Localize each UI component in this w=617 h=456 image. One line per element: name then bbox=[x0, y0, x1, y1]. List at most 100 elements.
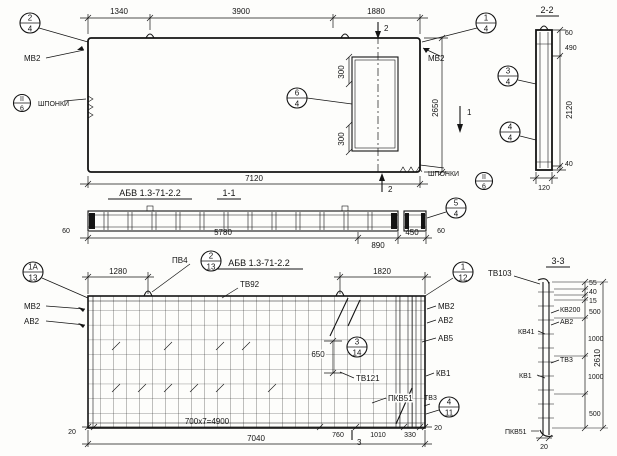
label-mv2-right-plan: МВ2 bbox=[426, 302, 455, 311]
label-tv92: ТВ92 bbox=[221, 280, 260, 299]
label-kv1-plan: КВ1 bbox=[425, 369, 451, 378]
dim-1880: 1880 bbox=[367, 7, 385, 16]
label-pkv51-section: ПКВ51 bbox=[505, 429, 539, 436]
label-tv3-plan: ТВ3 bbox=[423, 395, 437, 407]
callout-1-4: 1 4 bbox=[421, 12, 497, 43]
callout-bottom: 4 bbox=[508, 134, 513, 143]
reinforcement-plan-view: АБВ 1.3-71-2.2 1280 1820 650 20 700х7=49… bbox=[22, 250, 474, 448]
lifting-loop-icon bbox=[340, 33, 350, 39]
label-tv121-plan: ТВ121 bbox=[339, 371, 382, 385]
label-tv3-section: ТВ3 bbox=[550, 357, 573, 364]
dim-20-right: 20 bbox=[434, 425, 442, 432]
dim-5780: 5780 bbox=[214, 228, 232, 237]
elevation-view: 1340 3900 1880 7120 2650 300 300 2 4 1 4… bbox=[12, 7, 497, 194]
reinforcement-mesh bbox=[87, 295, 426, 429]
dim-1340: 1340 bbox=[110, 7, 128, 16]
dim-20: 20 bbox=[540, 444, 548, 451]
label-kv41: КВ41 bbox=[518, 329, 546, 336]
plan-title: АБВ 1.3-71-2.2 bbox=[228, 258, 289, 268]
section-3-3-title: 3-3 bbox=[551, 256, 564, 266]
callout-bottom: 13 bbox=[207, 263, 216, 272]
dim-1280: 1280 bbox=[109, 267, 127, 276]
lifting-loop-icon bbox=[341, 205, 349, 212]
section-3-3-dimension-lines bbox=[536, 278, 608, 442]
dim-760: 760 bbox=[332, 432, 344, 439]
label-mv2-left-plan: МВ2 bbox=[24, 302, 86, 312]
svg-text:КВ1: КВ1 bbox=[519, 373, 532, 380]
section-1-1-view: АБВ 1.3-71-2.2 1-1 60 5780 890 450 60 5 … bbox=[62, 188, 467, 250]
svg-text:АВ5: АВ5 bbox=[438, 334, 454, 343]
key-bottom: 6 bbox=[20, 106, 24, 113]
svg-text:АВ2: АВ2 bbox=[438, 316, 454, 325]
dim-330: 330 bbox=[404, 432, 416, 439]
callout-bottom: 11 bbox=[445, 409, 454, 418]
dim-3900: 3900 bbox=[232, 7, 250, 16]
section-mark-3: 3 bbox=[351, 430, 362, 447]
panel-outline bbox=[87, 37, 421, 173]
section-1-1-dimension-lines bbox=[80, 232, 432, 244]
lifting-loop-icon bbox=[145, 33, 155, 39]
plan-dimension-lines bbox=[82, 272, 432, 448]
label-av2-left-plan: АВ2 bbox=[24, 317, 86, 328]
svg-text:МВ2: МВ2 bbox=[438, 302, 455, 311]
dim-500-top: 500 bbox=[589, 309, 601, 316]
section-2-2-dimension-lines bbox=[530, 26, 566, 184]
callout-top: 3 bbox=[355, 338, 360, 347]
dim-4900: 700х7=4900 bbox=[185, 417, 230, 426]
svg-text:1: 1 bbox=[467, 108, 472, 117]
dim-40: 40 bbox=[589, 289, 597, 296]
dim-1010: 1010 bbox=[370, 432, 386, 439]
label-av2-right-plan: АВ2 bbox=[426, 316, 454, 325]
svg-text:2: 2 bbox=[388, 185, 393, 194]
lifting-loop-icon bbox=[539, 25, 549, 31]
door-opening bbox=[351, 56, 399, 152]
svg-text:КВ1: КВ1 bbox=[436, 369, 451, 378]
dim-890: 890 bbox=[371, 241, 385, 250]
dim-2120: 2120 bbox=[565, 101, 574, 119]
svg-text:КВ200: КВ200 bbox=[560, 307, 581, 314]
callout-2-4: 2 4 bbox=[19, 12, 89, 43]
callout-4-4: 4 4 bbox=[499, 121, 537, 143]
door-opening-inner bbox=[354, 59, 396, 149]
callout-1a-13: 1А 13 bbox=[22, 261, 89, 299]
callout-top: 5 bbox=[454, 199, 459, 208]
weld-tick-marks bbox=[111, 341, 277, 393]
callout-bottom: 4 bbox=[454, 210, 459, 219]
dim-55: 55 bbox=[589, 280, 597, 287]
svg-text:ТВ3: ТВ3 bbox=[424, 395, 437, 402]
svg-text:ТВ3: ТВ3 bbox=[560, 357, 573, 364]
svg-text:АВ2: АВ2 bbox=[24, 317, 40, 326]
callout-top: 2 bbox=[209, 252, 214, 261]
callout-3-4: 3 4 bbox=[497, 65, 537, 87]
callout-6-4: 6 4 bbox=[286, 87, 353, 109]
callout-top: 2 bbox=[28, 14, 33, 23]
callout-top: 4 bbox=[508, 123, 513, 132]
dim-20-left: 20 bbox=[68, 429, 76, 436]
svg-text:ШПОНКИ: ШПОНКИ bbox=[38, 101, 69, 108]
section-mark-2-top: 2 bbox=[375, 22, 389, 39]
svg-text:ТВ92: ТВ92 bbox=[240, 280, 260, 289]
callout-bottom: 4 bbox=[506, 78, 511, 87]
label-kv200: КВ200 bbox=[550, 307, 581, 314]
panel-plan-bar bbox=[87, 210, 399, 232]
label-mv2-left: МВ2 bbox=[24, 46, 85, 63]
label-pv4: ПВ4 bbox=[151, 256, 191, 293]
callout-top: 6 bbox=[295, 89, 300, 98]
callout-top: 3 bbox=[506, 67, 511, 76]
dim-1000-bottom: 1000 bbox=[588, 374, 604, 381]
bottom-hook-icon bbox=[539, 429, 554, 437]
section-body bbox=[535, 29, 553, 171]
dim-450: 450 bbox=[405, 228, 419, 237]
shear-keys-left bbox=[87, 95, 94, 119]
shear-keys-bottom bbox=[399, 166, 423, 173]
key-mark-left: II 6 bbox=[12, 93, 32, 113]
svg-text:МВ2: МВ2 bbox=[24, 54, 41, 63]
section-2-2-title: 2-2 bbox=[540, 5, 553, 15]
section-1-1-label: АБВ 1.3-71-2.2 bbox=[119, 188, 180, 198]
callout-bottom: 4 bbox=[484, 25, 489, 34]
label-av2-section: АВ2 bbox=[550, 319, 573, 326]
dim-500-bottom: 500 bbox=[589, 411, 601, 418]
label-av5-plan: АВ5 bbox=[421, 334, 454, 343]
callout-top: 1 bbox=[461, 263, 466, 272]
